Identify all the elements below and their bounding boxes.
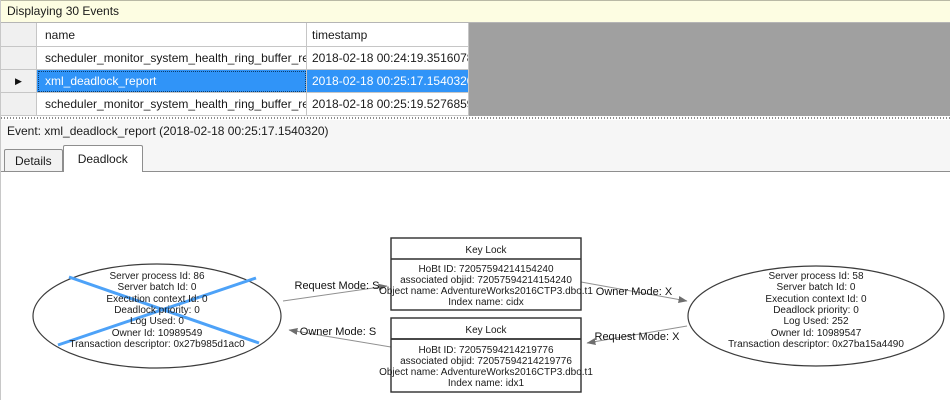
lock-node-cidx[interactable]: Key Lock HoBt ID: 72057594214154240 asso… (379, 237, 593, 311)
process-detail: Log Used: 252 (783, 316, 848, 327)
event-timestamp-cell[interactable]: 2018-02-18 00:25:17.1540320 (307, 70, 469, 93)
edge-owner-s (288, 327, 392, 348)
table-row[interactable]: scheduler_monitor_system_health_ring_buf… (1, 47, 950, 70)
process-detail: Server batch Id: 0 (777, 282, 856, 293)
process-detail: Server process Id: 86 (109, 271, 204, 282)
process-detail: Transaction descriptor: 0x27b985d1ac0 (69, 339, 245, 350)
edge-request-x (586, 325, 688, 346)
process-detail: Server batch Id: 0 (118, 282, 197, 293)
edge-label-owner-x: Owner Mode: X (596, 286, 673, 298)
event-timestamp-cell[interactable]: 2018-02-18 00:25:19.5276859 (307, 93, 469, 116)
process-detail: Server process Id: 58 (768, 271, 863, 282)
lock-detail: HoBt ID: 72057594214154240 (418, 264, 554, 275)
lock-title: Key Lock (465, 325, 507, 336)
edge-label-owner-s: Owner Mode: S (300, 326, 376, 338)
event-timestamp-cell[interactable]: 2018-02-18 00:24:19.3516078 (307, 47, 469, 70)
table-row[interactable]: scheduler_monitor_system_health_ring_buf… (1, 93, 950, 116)
tab-details[interactable]: Details (4, 149, 63, 171)
event-name-cell[interactable]: scheduler_monitor_system_health_ring_buf… (37, 93, 307, 116)
process-node-victim[interactable]: Server process Id: 86 Server batch Id: 0… (32, 263, 282, 369)
process-node[interactable]: Server process Id: 58 Server batch Id: 0… (687, 265, 945, 367)
lock-node-idx1[interactable]: Key Lock HoBt ID: 72057594214219776 asso… (379, 317, 593, 393)
row-selector-cell[interactable] (1, 47, 37, 70)
edge-owner-x (580, 281, 688, 303)
deadlock-graph: Server process Id: 86 Server batch Id: 0… (32, 237, 945, 393)
edge-label-request-s: Request Mode: S (295, 280, 380, 292)
event-name-cell[interactable]: scheduler_monitor_system_health_ring_buf… (37, 47, 307, 70)
column-header-timestamp[interactable]: timestamp (307, 23, 469, 47)
process-detail: Owner Id: 10989547 (771, 328, 862, 339)
process-detail: Execution context Id: 0 (106, 294, 208, 305)
process-detail: Owner Id: 10989549 (112, 328, 203, 339)
lock-detail: Index name: idx1 (448, 378, 525, 389)
deadlock-graph-panel: Server process Id: 86 Server batch Id: 0… (1, 171, 950, 400)
lock-title: Key Lock (465, 245, 507, 256)
lock-detail: Object name: AdventureWorks2016CTP3.dbo.… (379, 367, 593, 378)
selected-event-summary-text: Event: xml_deadlock_report (2018-02-18 0… (7, 124, 329, 138)
column-header-name[interactable]: name (37, 23, 307, 47)
process-detail: Deadlock priority: 0 (773, 305, 859, 316)
lock-detail: Object name: AdventureWorks2016CTP3.dbo.… (379, 286, 593, 297)
events-count-bar: Displaying 30 Events (1, 0, 950, 23)
pane-splitter-handle[interactable] (1, 116, 950, 120)
victim-cross-line (57, 276, 257, 347)
lock-detail: associated objid: 72057594214219776 (400, 356, 572, 367)
lock-detail: Index name: cidx (448, 297, 524, 308)
grid-header-row: name timestamp (1, 23, 950, 47)
process-detail: Transaction descriptor: 0x27ba15a4490 (728, 339, 904, 350)
row-selector-cell[interactable] (1, 93, 37, 116)
edge-request-s (282, 283, 388, 302)
current-row-arrow-icon: ▶ (15, 75, 22, 86)
event-name-cell[interactable]: xml_deadlock_report (37, 70, 307, 93)
detail-tab-strip: Details Deadlock (1, 143, 950, 172)
lock-detail: HoBt ID: 72057594214219776 (418, 345, 554, 356)
process-detail: Execution context Id: 0 (765, 294, 867, 305)
selected-event-summary: Event: xml_deadlock_report (2018-02-18 0… (1, 120, 950, 143)
grid-corner-cell[interactable] (1, 23, 37, 47)
events-count-label: Displaying 30 Events (7, 4, 120, 18)
lock-detail: associated objid: 72057594214154240 (400, 275, 572, 286)
tab-deadlock[interactable]: Deadlock (62, 145, 143, 172)
edge-label-request-x: Request Mode: X (595, 331, 681, 343)
process-detail: Log Used: 0 (130, 316, 184, 327)
row-selector-cell[interactable]: ▶ (1, 70, 37, 93)
events-grid: name timestamp scheduler_monitor_system_… (1, 23, 950, 116)
table-row-selected[interactable]: ▶ xml_deadlock_report 2018-02-18 00:25:1… (1, 70, 950, 93)
process-detail: Deadlock priority: 0 (114, 305, 200, 316)
